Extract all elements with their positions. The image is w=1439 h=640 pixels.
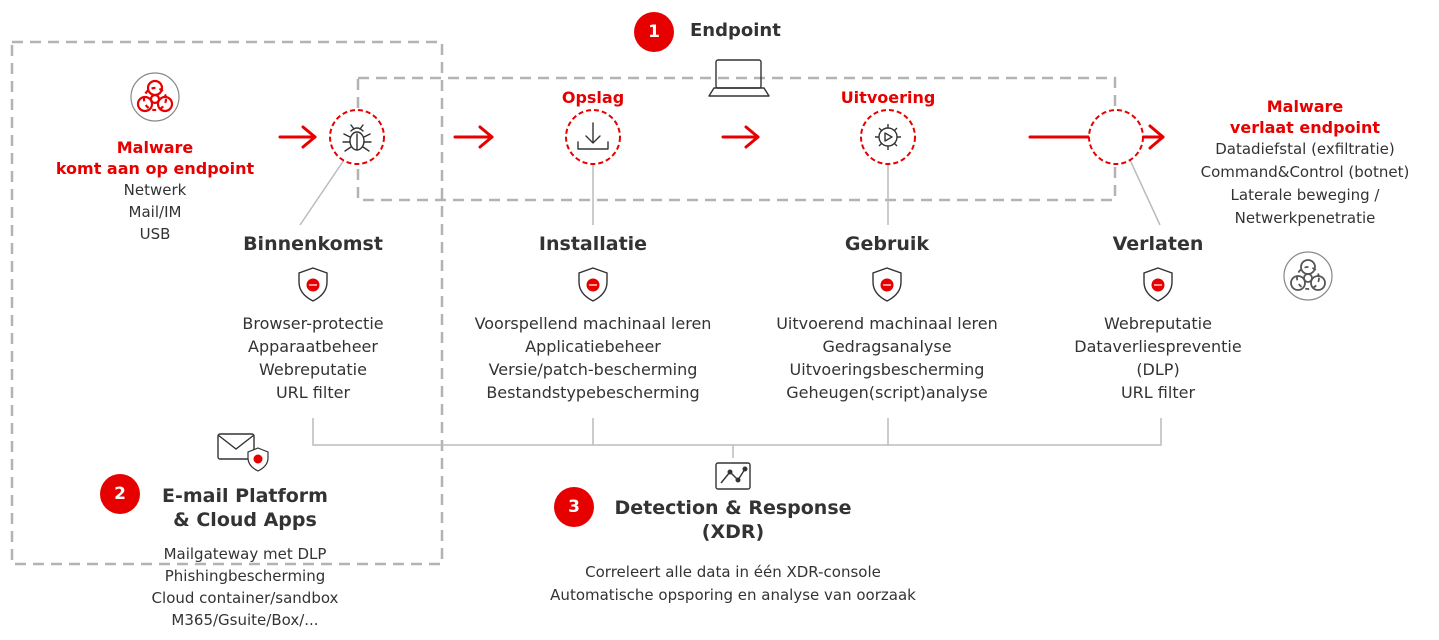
shield-icon [578,267,608,302]
stage-list-gebruik: Uitvoerend machinaal leren Gedragsanalys… [747,312,1027,404]
stage-item: Voorspellend machinaal leren [474,314,712,333]
exit-item: Command&Control (botnet) [1200,163,1410,181]
stage-item: Webreputatie [1104,314,1212,333]
arrow-to-storage [453,125,494,149]
storage-circle [565,109,621,165]
xdr-list: Correleert alle data in één XDR-console … [518,561,948,607]
stage-list-binnenkomst: Browser-protectie Apparaatbeheer Webrepu… [183,312,443,404]
stage-item: Apparaatbeheer [248,337,378,356]
xdr-item: Correleert alle data in één XDR-console [585,563,881,581]
shield-icon [1143,267,1173,302]
email-number-badge: 2 [100,474,140,514]
arrow-to-entry [278,125,317,149]
stage-title-installatie: Installatie [538,233,648,255]
email-title-line1: E-mail Platform [162,485,328,507]
xdr-analytics-icon [715,462,751,490]
biohazard-icon [130,72,180,122]
download-icon [577,122,609,150]
entry-circle [329,109,385,165]
stage-title-verlaten: Verlaten [1112,233,1204,255]
email-item: Phishingbescherming [164,567,326,585]
arrival-title-line1: Malware [116,138,194,157]
email-item: Mailgateway met DLP [163,545,327,563]
bug-icon [342,124,372,152]
email-item: M365/Gsuite/Box/... [171,611,319,629]
arrival-item: Netwerk [123,181,187,199]
xdr-number-badge: 3 [554,487,594,527]
exit-item: Laterale beweging / [1230,186,1380,204]
xdr-title-line2: (XDR) [701,521,765,543]
exit-circle [1088,109,1144,165]
stage-item: Browser-protectie [242,314,384,333]
exit-item: Datadiefstal (exfiltratie) [1215,140,1395,158]
stage-item: Versie/patch-bescherming [488,360,698,379]
stage-item: URL filter [275,383,351,402]
malware-arrival-block: Malware komt aan op endpoint Netwerk Mai… [45,137,265,245]
connector-line [1129,159,1161,226]
exit-title-line1: Malware [1266,97,1344,116]
exit-title-line2: verlaat endpoint [1229,118,1381,137]
endpoint-number-badge: 1 [634,12,674,52]
stage-title-binnenkomst: Binnenkomst [243,233,383,255]
storage-label: Opslag [561,88,625,107]
stage-item: Webreputatie [259,360,367,379]
connector-line [299,159,345,226]
stage-title-gebruik: Gebruik [844,233,930,255]
email-platform-list: Mailgateway met DLP Phishingbescherming … [110,543,380,631]
laptop-icon [708,59,770,97]
stage-list-installatie: Voorspellend machinaal leren Applicatieb… [448,312,738,404]
stage-item: Uitvoerend machinaal leren [776,314,998,333]
endpoint-title: Endpoint [690,20,781,41]
arrival-item: Mail/IM [128,203,182,221]
arrow-to-execution [721,125,760,149]
stage-item: Geheugen(script)analyse [786,383,988,402]
shield-icon [298,267,328,302]
shield-icon [872,267,902,302]
stage-item: (DLP) [1136,360,1180,379]
xdr-title-line1: Detection & Response [614,497,852,519]
stage-list-verlaten: Webreputatie Dataverliespreventie (DLP) … [1048,312,1268,404]
stage-item: Gedragsanalyse [822,337,952,356]
stage-item: Uitvoeringsbescherming [789,360,985,379]
xdr-title: Detection & Response (XDR) [613,496,853,544]
exit-item: Netwerkpenetratie [1234,209,1376,227]
execution-label: Uitvoering [840,88,936,107]
stage-item: Dataverliespreventie [1074,337,1242,356]
email-item: Cloud container/sandbox [151,589,339,607]
email-cloud-dashed-frame [10,40,444,566]
stage-item: Bestandstypebescherming [486,383,700,402]
malware-exit-block: Malware verlaat endpoint Datadiefstal (e… [1180,96,1430,230]
xdr-item: Automatische opsporing en analyse van oo… [550,586,916,604]
execution-circle [860,109,916,165]
email-platform-title: E-mail Platform & Cloud Apps [140,484,350,532]
xdr-bracket [312,418,1162,458]
mail-shield-icon [217,433,269,472]
gear-play-icon [875,124,901,150]
arrival-title-line2: komt aan op endpoint [55,159,255,178]
stage-item: Applicatiebeheer [525,337,661,356]
arrival-item: USB [139,225,171,243]
stage-item: URL filter [1120,383,1196,402]
biohazard-icon [1283,251,1333,301]
email-title-line2: & Cloud Apps [173,509,317,531]
